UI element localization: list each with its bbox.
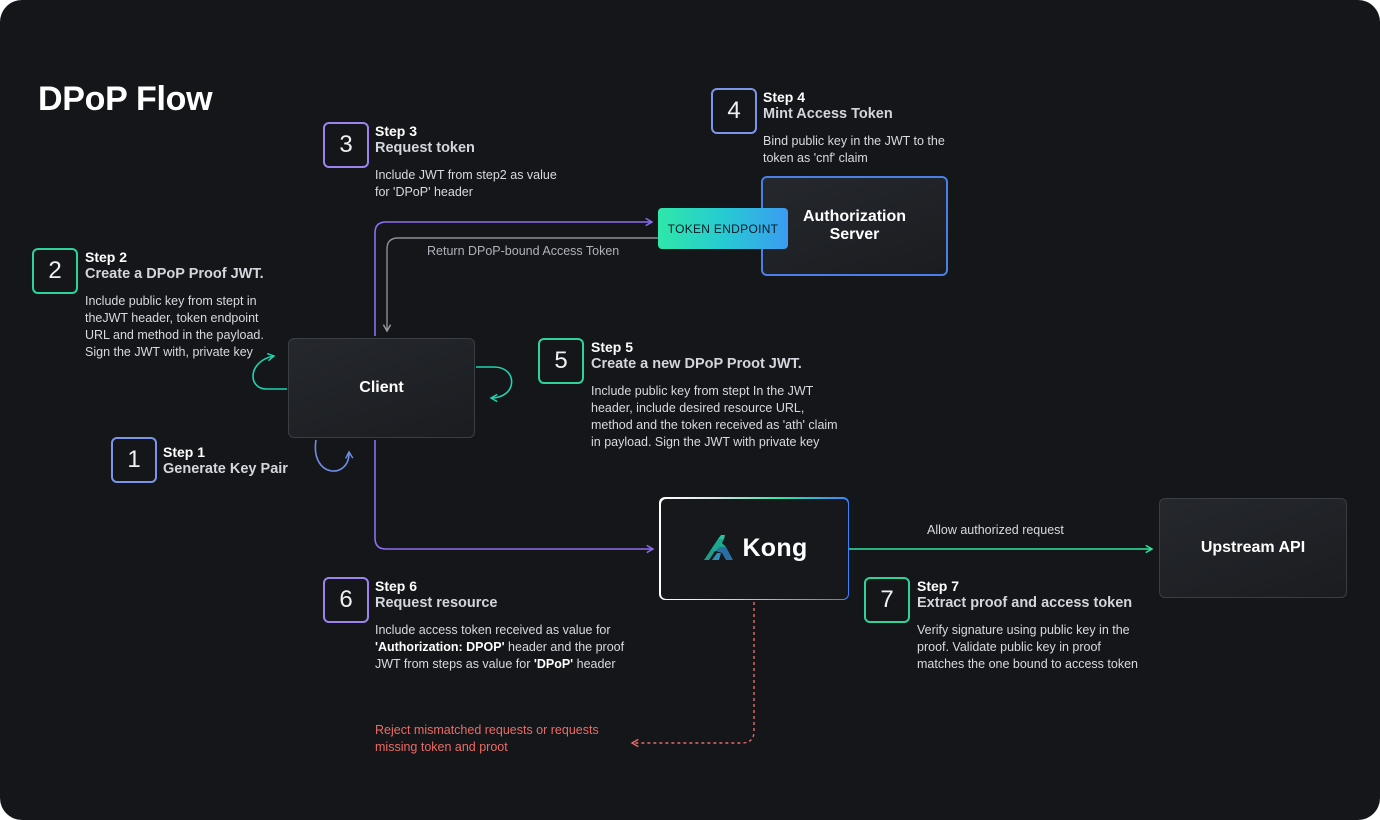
step6-desc-text: JWT from steps as value for <box>375 657 534 671</box>
step7-title: Step 7 <box>917 578 960 594</box>
step6-desc-text: header <box>573 657 616 671</box>
step6-description: Include access token received as value f… <box>375 622 635 673</box>
token-endpoint-badge[interactable]: TOKEN ENDPOINT <box>658 208 788 249</box>
step6-desc-dpop-header: 'DPoP' <box>533 657 574 671</box>
upstream-api-label: Upstream API <box>1200 539 1306 556</box>
authorization-server-label: Authorization Server <box>802 208 907 243</box>
reject-arrow <box>630 602 755 748</box>
step2-title: Step 2 <box>85 249 128 265</box>
return-token-arrow <box>382 237 658 333</box>
return-token-label: Return DPoP-bound Access Token <box>427 244 620 258</box>
step2-subtitle: Create a DPoP Proof JWT. <box>85 266 264 282</box>
step4-title: Step 4 <box>763 89 806 105</box>
reject-label: Reject mismatched requests or requests m… <box>375 723 599 754</box>
request-token-arrow <box>374 217 654 336</box>
authorization-server-node[interactable]: Authorization Server <box>761 176 948 276</box>
kong-gateway-node[interactable]: Kong <box>659 497 849 600</box>
step1-number: 1 <box>111 437 157 483</box>
step6-number: 6 <box>323 577 369 623</box>
step1-title: Step 1 <box>163 444 206 460</box>
step1-subtitle: Generate Key Pair <box>163 461 288 477</box>
step6-subtitle: Request resource <box>375 595 498 611</box>
step7-number: 7 <box>864 577 910 623</box>
step5-description: Include public key from stept In the JWT… <box>591 384 838 449</box>
step3-number: 3 <box>323 122 369 168</box>
step4-description: Bind public key in the JWT to the token … <box>763 134 945 165</box>
request-resource-arrow <box>374 440 655 554</box>
step5-number: 5 <box>538 338 584 384</box>
client-node[interactable]: Client <box>288 338 475 438</box>
page-title: DPoP Flow <box>38 80 213 118</box>
step3-subtitle: Request token <box>375 140 475 156</box>
upstream-api-node[interactable]: Upstream API <box>1159 498 1347 598</box>
allow-request-label: Allow authorized request <box>927 523 1064 537</box>
kong-label: Kong <box>742 534 808 562</box>
step5-loop-arrow <box>476 366 513 403</box>
step6-desc-text: header and the proof <box>504 640 625 654</box>
step2-description: Include public key from stept in theJWT … <box>85 294 264 359</box>
step6-desc-auth-header: 'Authorization: DPOP' <box>375 640 505 654</box>
client-label: Client <box>359 379 404 396</box>
step2-number: 2 <box>32 248 78 294</box>
token-endpoint-label: TOKEN ENDPOINT <box>667 221 779 236</box>
step3-title: Step 3 <box>375 123 418 139</box>
step3-description: Include JWT from step2 as value for 'DPo… <box>375 168 557 199</box>
step5-subtitle: Create a new DPoP Proot JWT. <box>591 356 802 372</box>
step4-number: 4 <box>711 88 757 134</box>
step2-loop-arrow <box>252 352 287 390</box>
step6-title: Step 6 <box>375 578 418 594</box>
step5-title: Step 5 <box>591 339 634 355</box>
step1-loop-arrow <box>314 439 354 472</box>
kong-logo-icon <box>704 534 734 560</box>
step4-subtitle: Mint Access Token <box>763 106 893 122</box>
step7-subtitle: Extract proof and access token <box>917 595 1133 611</box>
step7-description: Verify signature using public key in the… <box>917 623 1138 671</box>
step6-desc-text: Include access token received as value f… <box>375 623 611 637</box>
